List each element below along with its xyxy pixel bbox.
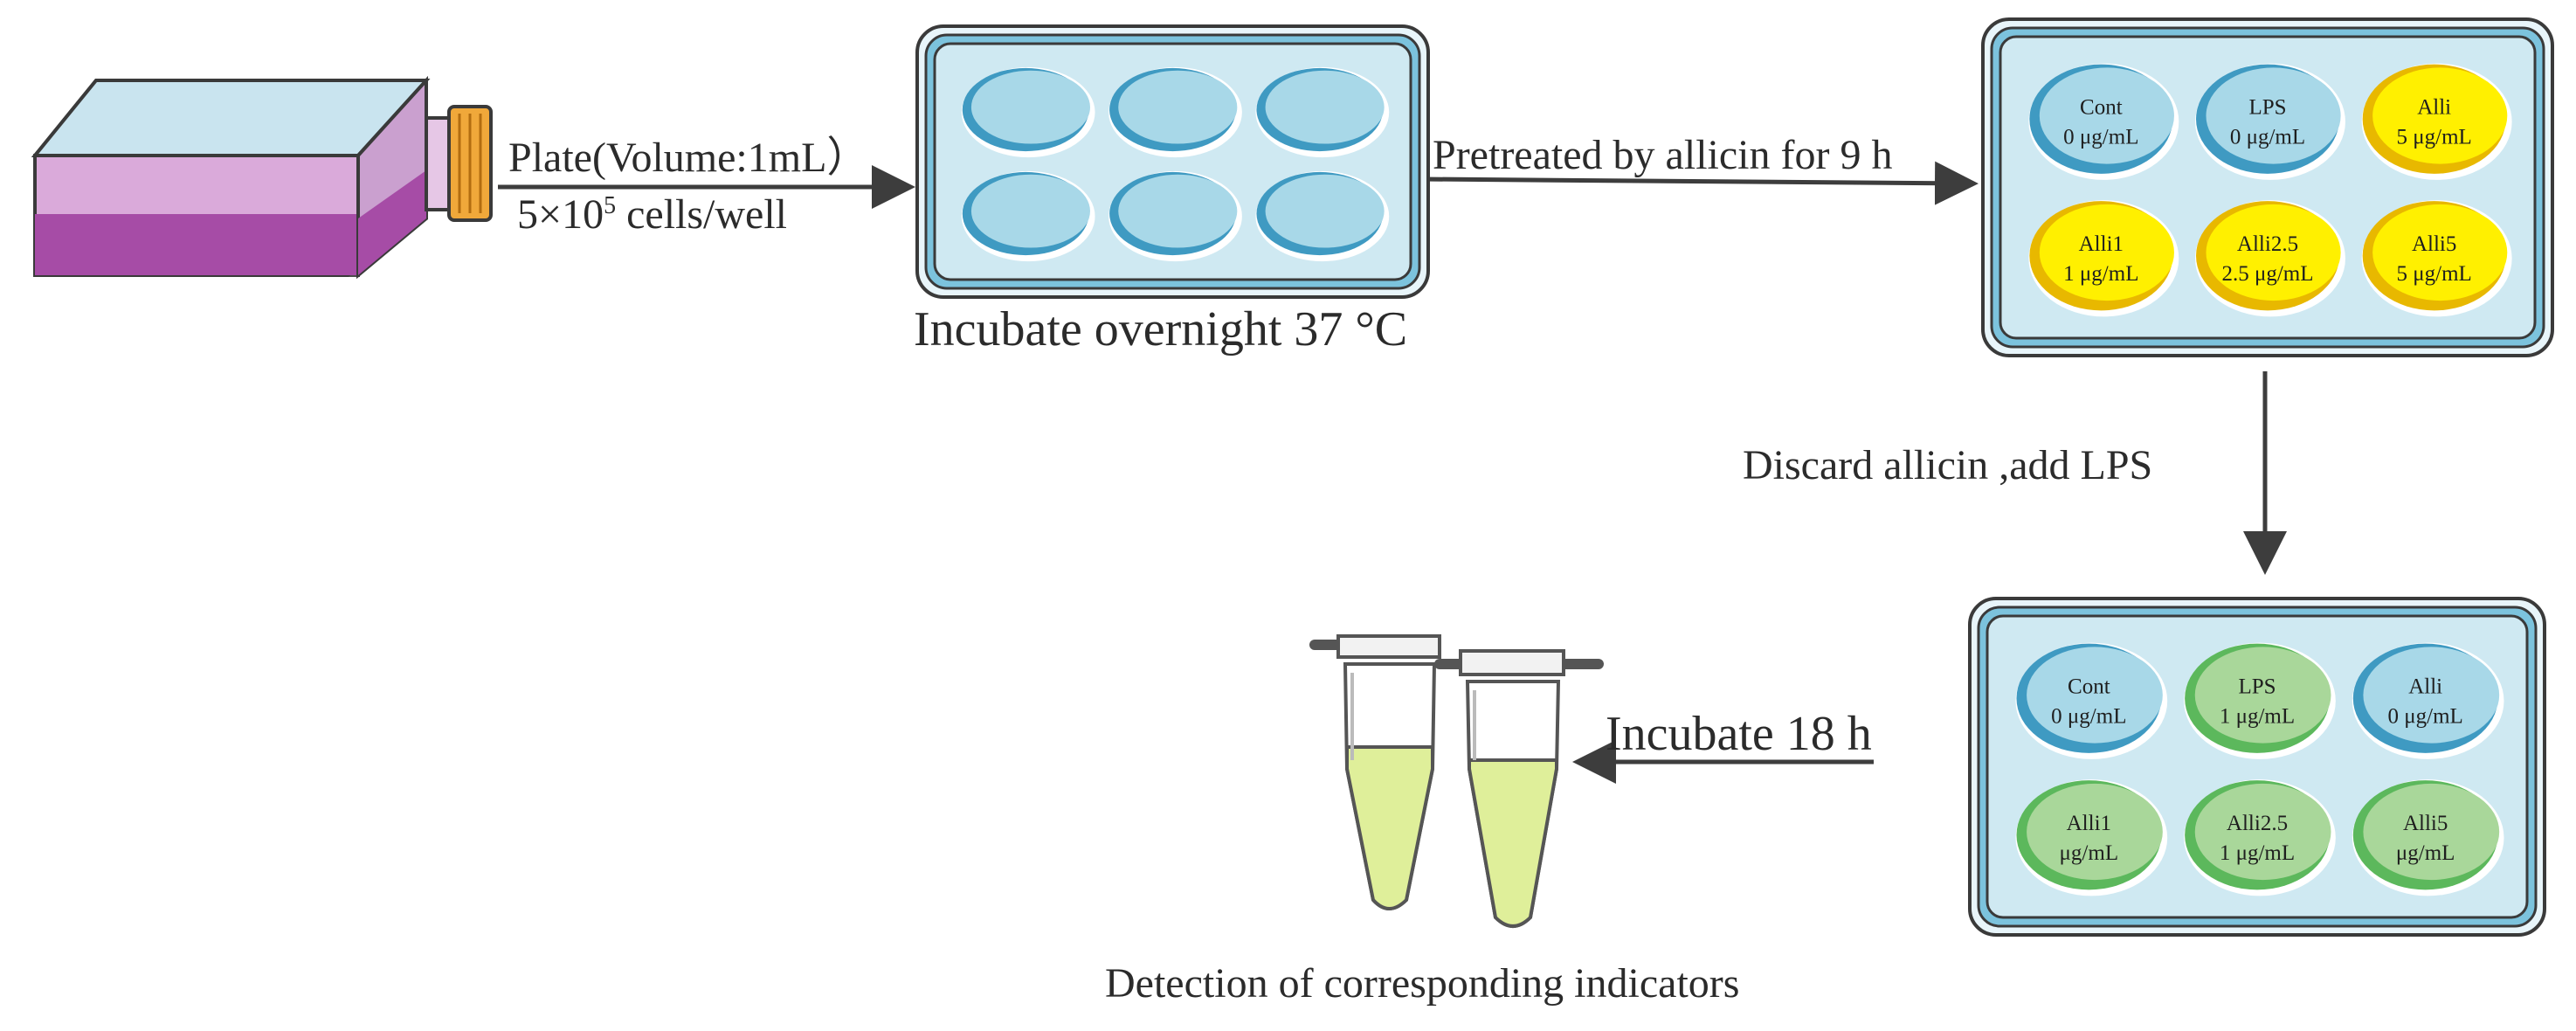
well-2-3: Alli5 5 μg/mL <box>2361 200 2512 317</box>
well-dose: μg/mL <box>2060 841 2119 865</box>
well-name: Alli5 <box>2412 232 2456 256</box>
well-1-2: LPS 0 μg/mL <box>2195 63 2345 180</box>
culture-flask-icon <box>31 75 493 280</box>
well-dose: 5 μg/mL <box>2397 262 2472 286</box>
cells-exponent: 5 <box>604 192 617 219</box>
discard-label: Discard allicin ,add LPS <box>1743 442 2153 488</box>
well-dose: 0 μg/mL <box>2051 704 2126 728</box>
detection-label: Detection of corresponding indicators <box>1105 960 1740 1007</box>
well-1-1: Cont 0 μg/mL <box>2028 63 2179 180</box>
well-1-2: LPS 1 μg/mL <box>2184 642 2336 759</box>
well-2-1: Alli1 μg/mL <box>2015 779 2168 896</box>
pretreat-label: Pretreated by allicin for 9 h <box>1433 132 1893 178</box>
well-name: Alli5 <box>2403 812 2448 835</box>
six-well-plate-2: Cont 0 μg/mL LPS 0 μg/mL Alli 5 μg/mL Alli1 1 μ… <box>1981 17 2554 357</box>
well-dose: 0 μg/mL <box>2230 125 2305 149</box>
plate-volume-label: Plate(Volume:1mL） <box>508 135 869 181</box>
incubate-overnight-label: Incubate overnight 37 °C <box>914 302 1408 356</box>
well-2-2: Alli2.5 2.5 μg/mL <box>2195 200 2345 317</box>
well-1-1 <box>961 66 1095 158</box>
well-1-1: Cont 0 μg/mL <box>2015 642 2168 759</box>
well-dose: 0 μg/mL <box>2063 125 2138 149</box>
well-name: LPS <box>2248 95 2286 119</box>
well-name: Cont <box>2068 675 2110 698</box>
cells-suffix: cells/well <box>616 191 788 238</box>
well-dose: 1 μg/mL <box>2063 262 2138 286</box>
well-2-3 <box>1255 170 1390 262</box>
well-name: Cont <box>2080 95 2123 119</box>
well-name: Alli2.5 <box>2227 812 2288 835</box>
well-dose: 1 μg/mL <box>2220 841 2295 865</box>
six-well-plate-3: Cont 0 μg/mL LPS 1 μg/mL Alli 0 μg/mL Alli1 μg/… <box>1968 597 2546 937</box>
cells-per-well-label: 5×105 cells/well <box>517 190 787 239</box>
well-1-2 <box>1108 66 1242 158</box>
well-2-1 <box>961 170 1095 262</box>
well-dose: 5 μg/mL <box>2397 125 2472 149</box>
well-2-3: Alli5 μg/mL <box>2352 779 2504 896</box>
well-dose: μg/mL <box>2396 841 2455 865</box>
well-name: Alli1 <box>2067 812 2111 835</box>
microcentrifuge-tubes-icon <box>1309 634 1604 928</box>
well-1-3: Alli 5 μg/mL <box>2361 63 2512 180</box>
well-dose: 1 μg/mL <box>2220 704 2295 728</box>
well-2-2 <box>1108 170 1242 262</box>
well-1-3 <box>1255 66 1390 158</box>
well-name: Alli1 <box>2079 232 2124 256</box>
well-2-2: Alli2.5 1 μg/mL <box>2184 779 2336 896</box>
well-2-1: Alli1 1 μg/mL <box>2028 200 2179 317</box>
well-name: Alli <box>2417 95 2451 119</box>
well-dose: 2.5 μg/mL <box>2221 262 2313 286</box>
well-name: Alli <box>2408 675 2442 698</box>
cells-prefix: 5×10 <box>517 191 604 238</box>
well-name: LPS <box>2238 675 2276 698</box>
well-dose: 0 μg/mL <box>2388 704 2463 728</box>
well-name: Alli2.5 <box>2237 232 2298 256</box>
arrow-plate1-to-plate2 <box>1421 161 1979 205</box>
six-well-plate-1 <box>915 24 1430 299</box>
well-1-3: Alli 0 μg/mL <box>2352 642 2504 759</box>
incubate-18h-label: Incubate 18 h <box>1606 707 1872 761</box>
